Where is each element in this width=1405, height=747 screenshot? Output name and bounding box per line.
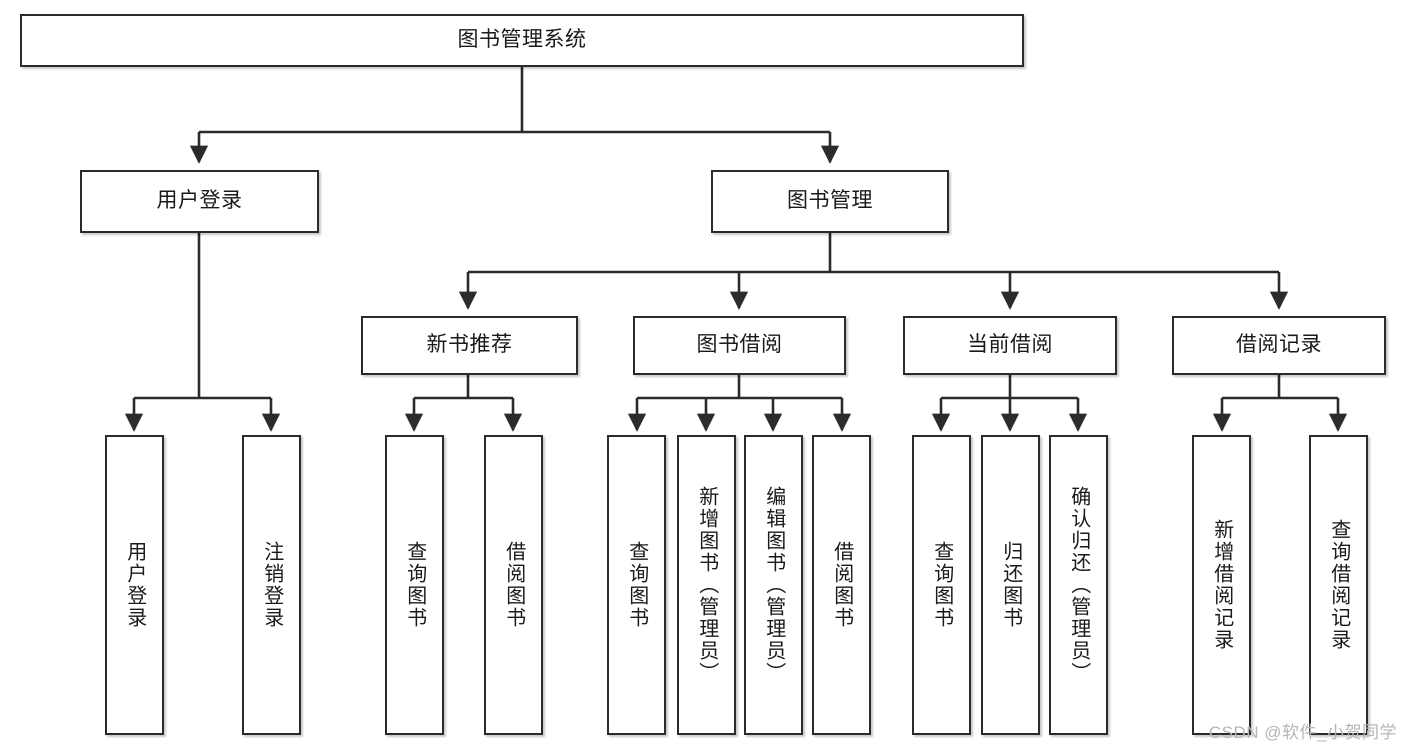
leaf-add-record[interactable]: 新增借阅记录 xyxy=(1192,435,1251,735)
node-new-book-recommend[interactable]: 新书推荐 xyxy=(361,316,578,375)
leaf-confirm-return-label: 确认归还（管理员） xyxy=(1067,486,1090,684)
leaf-logout-label: 注销登录 xyxy=(260,541,283,629)
node-book-manage[interactable]: 图书管理 xyxy=(711,170,949,233)
leaf-query-book-2-label: 查询图书 xyxy=(625,541,648,629)
node-current-borrow[interactable]: 当前借阅 xyxy=(903,316,1117,375)
node-borrow-record-label: 借阅记录 xyxy=(1236,333,1322,357)
leaf-add-book-label: 新增图书（管理员） xyxy=(695,486,718,684)
leaf-borrow-book-2-label: 借阅图书 xyxy=(830,541,853,629)
leaf-query-book-2[interactable]: 查询图书 xyxy=(607,435,666,735)
leaf-confirm-return[interactable]: 确认归还（管理员） xyxy=(1049,435,1108,735)
leaf-borrow-book-1[interactable]: 借阅图书 xyxy=(484,435,543,735)
leaf-return-book-label: 归还图书 xyxy=(999,541,1022,629)
node-book-manage-label: 图书管理 xyxy=(787,189,873,213)
node-user-login-label: 用户登录 xyxy=(156,189,243,213)
leaf-borrow-book-1-label: 借阅图书 xyxy=(502,541,525,629)
node-borrow-record[interactable]: 借阅记录 xyxy=(1172,316,1386,375)
leaf-user-login[interactable]: 用户登录 xyxy=(105,435,164,735)
leaf-query-record[interactable]: 查询借阅记录 xyxy=(1309,435,1368,735)
leaf-edit-book[interactable]: 编辑图书（管理员） xyxy=(744,435,803,735)
leaf-query-book-1[interactable]: 查询图书 xyxy=(385,435,444,735)
leaf-add-book[interactable]: 新增图书（管理员） xyxy=(677,435,736,735)
csdn-watermark: CSDN @软件_小贺同学 xyxy=(1208,723,1397,742)
node-root[interactable]: 图书管理系统 xyxy=(20,14,1024,67)
leaf-query-book-1-label: 查询图书 xyxy=(403,541,426,629)
node-book-borrow[interactable]: 图书借阅 xyxy=(633,316,846,375)
leaf-user-login-label: 用户登录 xyxy=(123,541,146,629)
leaf-add-record-label: 新增借阅记录 xyxy=(1210,519,1233,651)
leaf-borrow-book-2[interactable]: 借阅图书 xyxy=(812,435,871,735)
leaf-query-record-label: 查询借阅记录 xyxy=(1327,519,1350,651)
leaf-return-book[interactable]: 归还图书 xyxy=(981,435,1040,735)
node-root-label: 图书管理系统 xyxy=(457,28,587,52)
leaf-query-book-3[interactable]: 查询图书 xyxy=(912,435,971,735)
node-current-borrow-label: 当前借阅 xyxy=(967,333,1053,357)
node-book-borrow-label: 图书借阅 xyxy=(696,333,783,357)
leaf-logout[interactable]: 注销登录 xyxy=(242,435,301,735)
node-user-login[interactable]: 用户登录 xyxy=(80,170,319,233)
leaf-query-book-3-label: 查询图书 xyxy=(930,541,953,629)
node-new-book-recommend-label: 新书推荐 xyxy=(426,333,513,357)
leaf-edit-book-label: 编辑图书（管理员） xyxy=(762,486,785,684)
